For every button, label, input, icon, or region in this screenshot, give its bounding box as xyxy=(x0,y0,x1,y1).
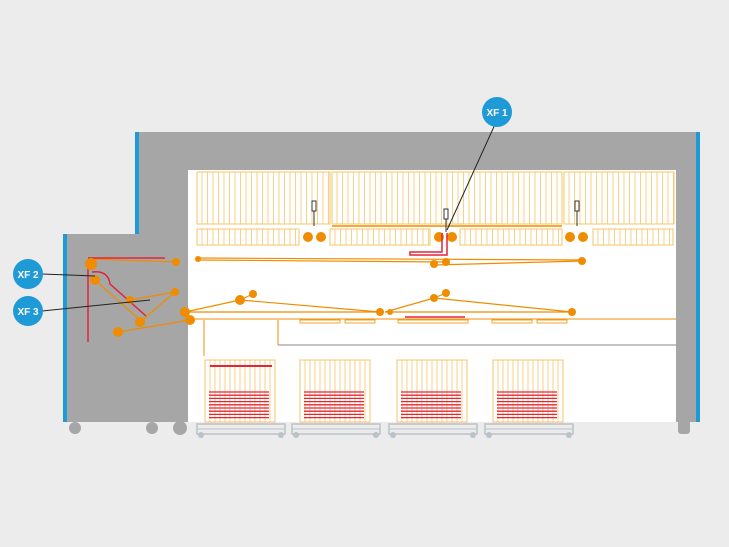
upper-rack-left xyxy=(196,171,331,225)
cart-wheel xyxy=(278,432,284,438)
belt-segment xyxy=(197,257,583,261)
belt-paths xyxy=(89,257,583,333)
roller xyxy=(135,317,145,327)
roller xyxy=(195,256,201,262)
turn-roller xyxy=(578,232,588,242)
callout-marker xyxy=(482,97,512,127)
belt-segment xyxy=(184,299,241,313)
cart-wheel xyxy=(293,432,299,438)
sensor xyxy=(311,200,317,226)
roller xyxy=(442,258,450,266)
bay xyxy=(291,359,381,438)
callout-xf3[interactable]: XF 3 xyxy=(13,296,151,326)
turn-roller xyxy=(565,232,575,242)
callout-xf2[interactable]: XF 2 xyxy=(13,259,96,289)
roller xyxy=(387,309,393,315)
roller xyxy=(171,288,179,296)
belt-segment xyxy=(129,291,176,301)
roller xyxy=(430,260,438,268)
leader-line xyxy=(41,273,96,277)
turn-roller xyxy=(447,232,457,242)
lower-rack-3 xyxy=(459,228,563,246)
roller xyxy=(85,258,97,270)
belt-segment xyxy=(89,258,177,263)
cart-wheel xyxy=(373,432,379,438)
belt-rollers xyxy=(85,256,586,337)
roller xyxy=(113,327,123,337)
callouts: XF 1 XF 2 XF 3 xyxy=(13,97,512,326)
infeed-housing xyxy=(63,234,143,422)
callout-label-xf1: XF 1 xyxy=(486,108,508,119)
lower-rack-1 xyxy=(196,228,300,246)
foot-wheel xyxy=(146,422,158,434)
leader-line xyxy=(446,119,498,231)
bay xyxy=(388,359,478,438)
belt-segment xyxy=(384,297,435,313)
cart-wheel xyxy=(470,432,476,438)
roller xyxy=(235,295,245,305)
roller xyxy=(442,289,450,297)
sensor xyxy=(443,208,449,232)
roller xyxy=(185,315,195,325)
roller xyxy=(180,307,190,317)
housing-edge-left xyxy=(135,132,139,234)
housing-edge-right xyxy=(696,132,700,422)
foot-wheel xyxy=(69,422,81,434)
belt-segment xyxy=(117,319,191,333)
roller xyxy=(90,275,100,285)
foot-right xyxy=(678,420,690,434)
roller xyxy=(376,308,384,316)
roller xyxy=(578,257,586,265)
lower-rack-2 xyxy=(329,228,431,246)
bay xyxy=(196,359,286,438)
roller xyxy=(430,294,438,302)
roller xyxy=(249,290,257,298)
roller xyxy=(568,308,576,316)
bay-heater-top xyxy=(210,365,272,367)
heater-loop xyxy=(409,233,448,256)
belt-segment xyxy=(433,260,583,266)
belt-segment xyxy=(197,259,447,263)
callout-marker xyxy=(13,259,43,289)
callout-label-xf2: XF 2 xyxy=(17,270,39,281)
callout-xf1[interactable]: XF 1 xyxy=(446,97,512,231)
callout-label-xf3: XF 3 xyxy=(17,307,39,318)
sensor xyxy=(574,200,580,226)
belt-segment xyxy=(94,279,141,321)
foot-wheel xyxy=(173,421,187,435)
callout-marker xyxy=(13,296,43,326)
turn-roller xyxy=(316,232,326,242)
cart-wheel xyxy=(390,432,396,438)
bay xyxy=(484,359,574,438)
roller xyxy=(172,258,180,266)
upper-rack-right xyxy=(563,171,675,225)
lower-rack-4 xyxy=(592,228,674,246)
cart-wheel xyxy=(198,432,204,438)
leader-line xyxy=(41,299,151,312)
middle-conveyor xyxy=(190,316,676,356)
turn-roller xyxy=(303,232,313,242)
infeed-edge-left xyxy=(63,234,67,422)
machine-housing xyxy=(63,132,700,435)
bottom-bays xyxy=(196,359,574,438)
belt-segment xyxy=(139,291,176,323)
cart-wheel xyxy=(486,432,492,438)
belt-segment xyxy=(433,297,573,313)
cart-wheel xyxy=(566,432,572,438)
upper-drying-section xyxy=(196,171,675,256)
belt-segment xyxy=(239,299,381,313)
